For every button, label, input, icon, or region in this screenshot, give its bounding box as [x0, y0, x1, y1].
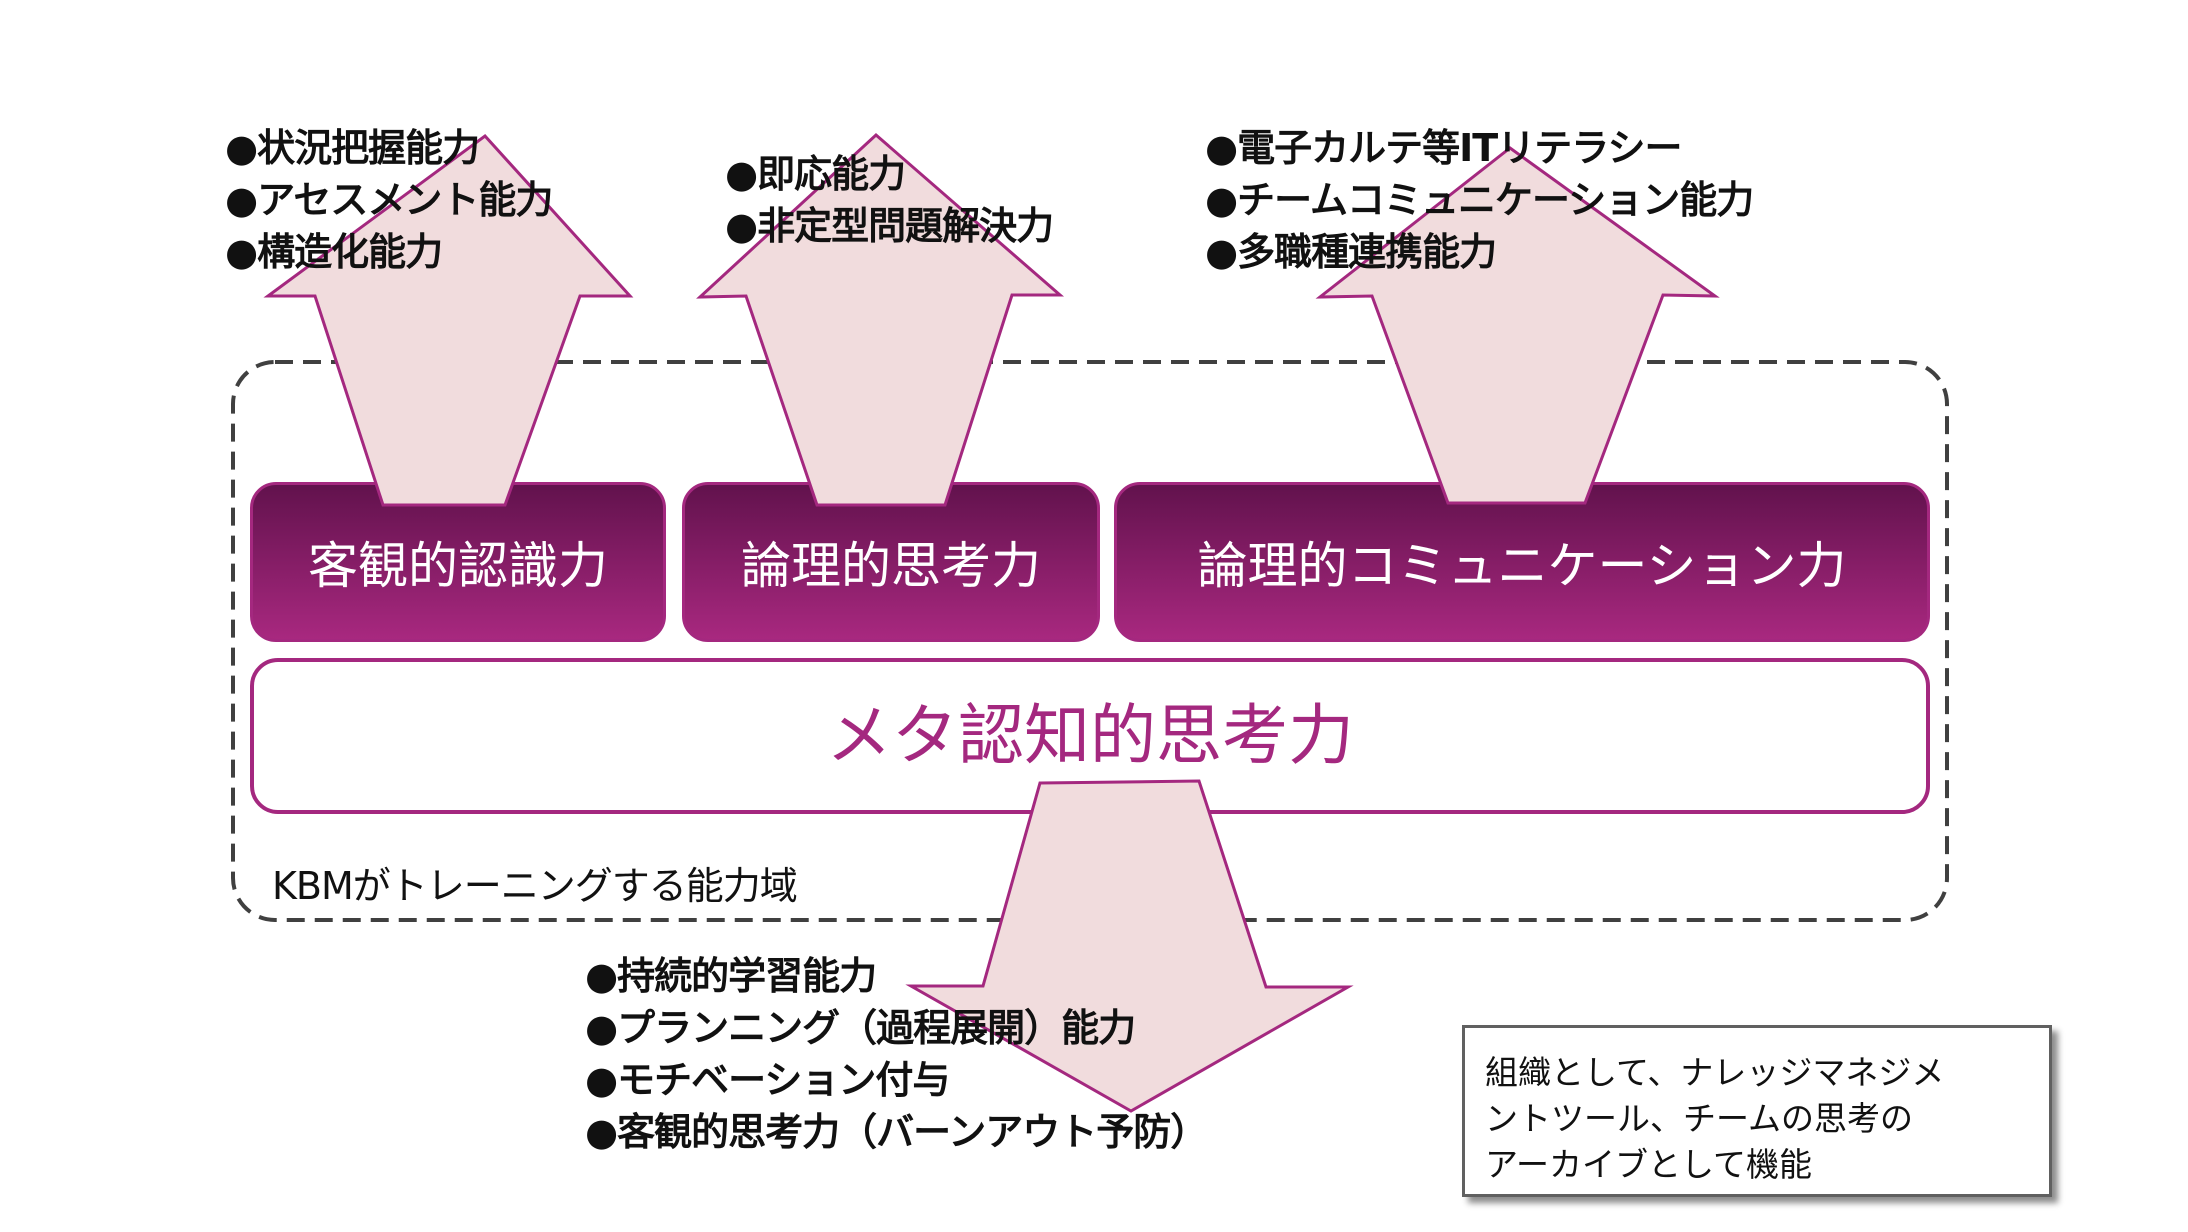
note-line: アーカイブとして機能 — [1485, 1145, 1813, 1184]
outcome-item: ●構造化能力 — [225, 230, 443, 274]
note-box: 組織として、ナレッジマネジメ ントツール、チームの思考の アーカイブとして機能 — [1462, 1025, 2052, 1197]
skill-box-logical-communication: 論理的コミュニケーション力 — [1114, 482, 1930, 642]
outcome-list-objective-recognition: ●状況把握能力 ●アセスメント能力 ●構造化能力 — [225, 122, 553, 278]
meta-skill-box: メタ認知的思考力 — [250, 658, 1930, 814]
training-domain-container — [231, 360, 1949, 922]
training-domain-label: KBMがトレーニングする能力域 — [272, 864, 798, 908]
skill-box-logical-thinking: 論理的思考力 — [682, 482, 1100, 642]
note-line: 組織として、ナレッジマネジメ — [1485, 1053, 1945, 1092]
skill-label: 論理的コミュニケーション力 — [1197, 537, 1847, 595]
outcome-item: ●モチベーション付与 — [585, 1058, 950, 1102]
skill-box-objective-recognition: 客観的認識力 — [250, 482, 666, 642]
outcome-list-logical-thinking: ●即応能力 ●非定型問題解決力 — [725, 148, 1054, 252]
outcome-item: ●非定型問題解決力 — [725, 204, 1054, 248]
skill-label: 論理的思考力 — [741, 537, 1041, 595]
outcome-item: ●状況把握能力 — [225, 126, 480, 170]
outcome-item: ●プランニング（過程展開）能力 — [585, 1006, 1136, 1050]
outcome-item: ●持続的学習能力 — [585, 954, 877, 998]
outcome-item: ●即応能力 — [725, 152, 906, 196]
outcome-item: ●アセスメント能力 — [225, 178, 553, 222]
outcome-item: ●チームコミュニケーション能力 — [1205, 178, 1754, 222]
outcome-list-logical-communication: ●電子カルテ等ITリテラシー ●チームコミュニケーション能力 ●多職種連携能力 — [1205, 122, 1754, 278]
outcome-item: ●多職種連携能力 — [1205, 230, 1497, 274]
skill-label: 客観的認識力 — [308, 537, 608, 595]
meta-skill-label: メタ認知的思考力 — [826, 697, 1354, 774]
note-line: ントツール、チームの思考の — [1485, 1099, 1914, 1138]
outcome-item: ●電子カルテ等ITリテラシー — [1205, 126, 1682, 170]
outcome-list-metacognition: ●持続的学習能力 ●プランニング（過程展開）能力 ●モチベーション付与 ●客観的… — [585, 950, 1208, 1158]
outcome-item: ●客観的思考力（バーンアウト予防） — [585, 1110, 1208, 1154]
